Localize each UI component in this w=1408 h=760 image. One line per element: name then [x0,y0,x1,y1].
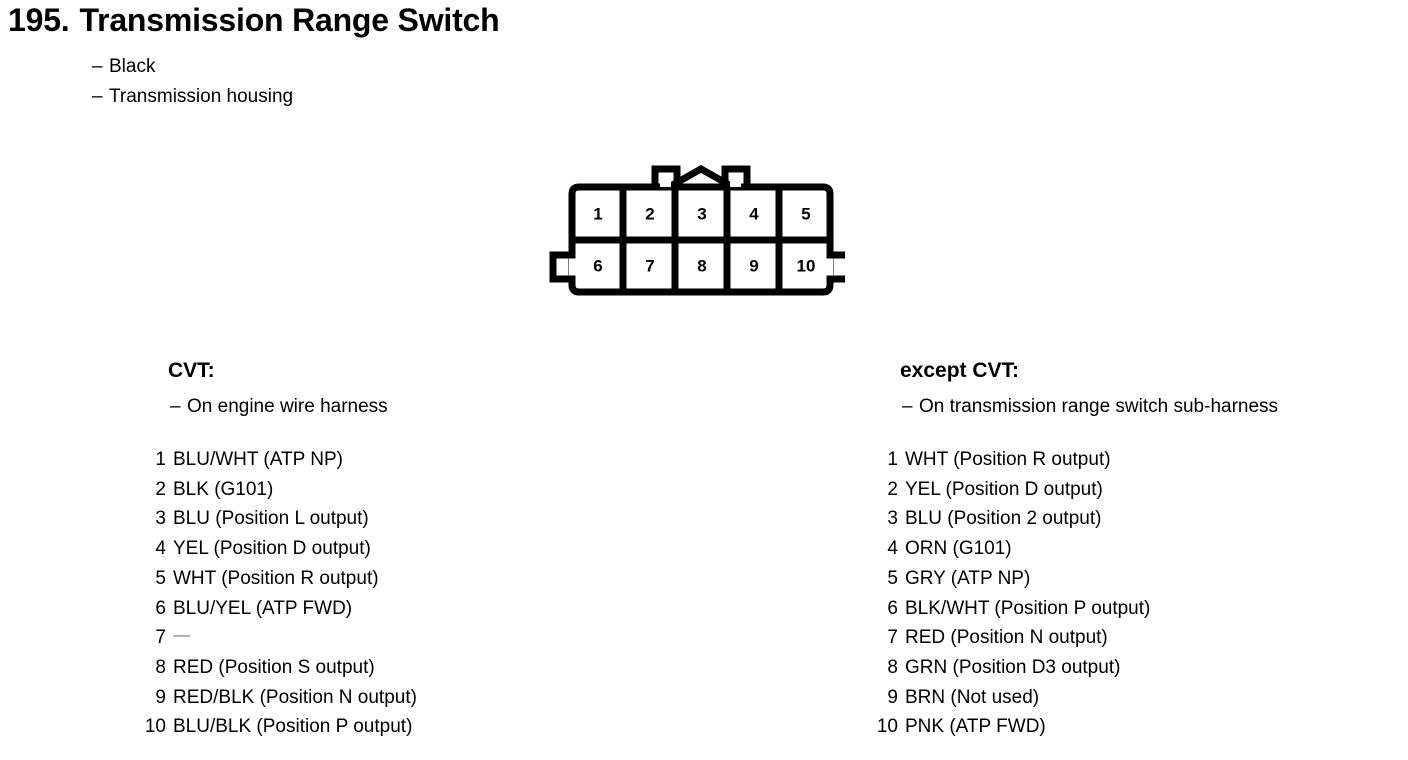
pin-row: 3 BLU (Position 2 output) [872,504,1408,534]
pin-row: 4 ORN (G101) [872,534,1408,564]
pin-description: BLU/BLK (Position P output) [173,716,413,738]
page-title-text: Transmission Range Switch [79,2,500,38]
pin-index: 7 [887,627,898,649]
pin-row: 2 YEL (Position D output) [872,475,1408,505]
pin-row: 8 GRN (Position D3 output) [872,653,1408,683]
pin-row: 8 RED (Position S output) [140,653,660,683]
pin-description: BLK/WHT (Position P output) [905,597,1151,619]
connector-pin-9: 9 [749,256,758,275]
pin-index: 1 [887,449,898,470]
pin-row: 7 RED (Position N output) [872,623,1408,653]
pin-description: BRN (Not used) [905,686,1040,708]
pin-row: 3 BLU (Position L output) [140,504,660,534]
pin-index: 1 [155,449,166,470]
pin-description: RED/BLK (Position N output) [173,686,417,708]
pin-index: 6 [155,597,166,619]
header-note-label: Transmission housing [109,86,294,107]
dash-bullet-icon: – [92,56,103,77]
connector-diagram: 1 2 3 4 5 6 7 8 9 10 [545,165,845,300]
pin-row: 5 GRY (ATP NP) [872,564,1408,594]
page-title: 195.Transmission Range Switch [8,2,500,39]
page-title-number: 195. [8,2,70,38]
pin-index: 9 [887,686,898,708]
pin-description: YEL (Position D output) [173,538,371,560]
pin-row: 6 BLK/WHT (Position P output) [872,594,1408,624]
connector-pin-1: 1 [593,204,602,223]
pin-description: BLU (Position L output) [173,508,369,530]
header-note-item: –Transmission housing [92,82,293,112]
pin-index: 8 [887,656,898,678]
pin-row: 10 PNK (ATP FWD) [872,712,1408,742]
pin-description: WHT (Position R output) [173,567,379,589]
dash-bullet-icon: – [902,396,913,417]
pin-index: 5 [155,567,166,589]
column-subtitle: –On engine wire harness [170,395,660,419]
dash-bullet-icon: – [170,396,181,417]
pin-index: 7 [155,627,166,649]
pin-index: 2 [155,478,166,500]
connector-pin-2: 2 [645,204,654,223]
pin-row: 9 BRN (Not used) [872,683,1408,713]
column-title: CVT: [168,359,215,382]
pin-index: 4 [155,538,166,560]
pin-description: BLK (G101) [173,478,274,500]
pin-description: RED (Position S output) [173,656,375,678]
pinout-column-except-cvt: except CVT: –On transmission range switc… [872,358,1408,742]
header-notes: –Black –Transmission housing [92,52,293,112]
pin-index: 2 [887,478,898,500]
pin-list: 1 BLU/WHT (ATP NP) 2 BLK (G101) 3 BLU (Posi… [140,445,660,742]
pin-description: GRY (ATP NP) [905,567,1031,589]
pin-description: RED (Position N output) [905,627,1108,649]
pin-row: 9 RED/BLK (Position N output) [140,683,660,713]
pin-index: 3 [155,508,166,530]
column-subtitle-label: On transmission range switch sub-harness [919,396,1279,417]
pin-description: BLU/YEL (ATP FWD) [173,597,353,619]
dash-bullet-icon: – [92,86,103,107]
column-subtitle-label: On engine wire harness [187,396,388,417]
pin-row: 2 BLK (G101) [140,475,660,505]
pin-description: — [173,625,190,645]
header-note-label: Black [109,56,156,77]
pin-description: PNK (ATP FWD) [905,716,1046,738]
connector-pin-8: 8 [697,256,706,275]
pin-description: BLU/WHT (ATP NP) [173,449,343,470]
pin-index: 6 [887,597,898,619]
pin-row: 4 YEL (Position D output) [140,534,660,564]
pin-description: GRN (Position D3 output) [905,656,1121,678]
connector-pin-numbers: 1 2 3 4 5 6 7 8 9 10 [593,204,815,275]
pin-row: 10 BLU/BLK (Position P output) [140,712,660,742]
column-subtitle: –On transmission range switch sub-harnes… [902,395,1408,419]
pin-row: 5 WHT (Position R output) [140,564,660,594]
header-note-item: –Black [92,52,293,82]
pin-index: 8 [155,656,166,678]
pin-list: 1 WHT (Position R output) 2 YEL (Position … [872,445,1408,742]
pin-description: YEL (Position D output) [905,478,1103,500]
connector-pin-4: 4 [749,204,759,223]
pin-row: 1 BLU/WHT (ATP NP) [140,445,660,475]
column-title: except CVT: [900,359,1020,382]
pin-index: 5 [887,567,898,589]
pin-index: 10 [876,716,898,738]
pin-row: 7— [140,623,660,653]
pin-description: WHT (Position R output) [905,449,1111,470]
pin-row: 1 WHT (Position R output) [872,445,1408,475]
pin-description: BLU (Position 2 output) [905,508,1102,530]
connector-pin-7: 7 [645,256,654,275]
pinout-column-cvt: CVT: –On engine wire harness 1 BLU/WHT (A… [140,358,660,742]
connector-pin-10: 10 [797,256,816,275]
pin-index: 10 [144,716,166,738]
pin-row: 6 BLU/YEL (ATP FWD) [140,594,660,624]
pin-index: 9 [155,686,166,708]
connector-pin-3: 3 [697,204,706,223]
connector-pin-6: 6 [593,256,602,275]
connector-outline [549,165,845,296]
pin-index: 4 [887,538,898,560]
connector-pin-5: 5 [801,204,810,223]
pin-index: 3 [887,508,898,530]
pin-description: ORN (G101) [905,538,1012,560]
